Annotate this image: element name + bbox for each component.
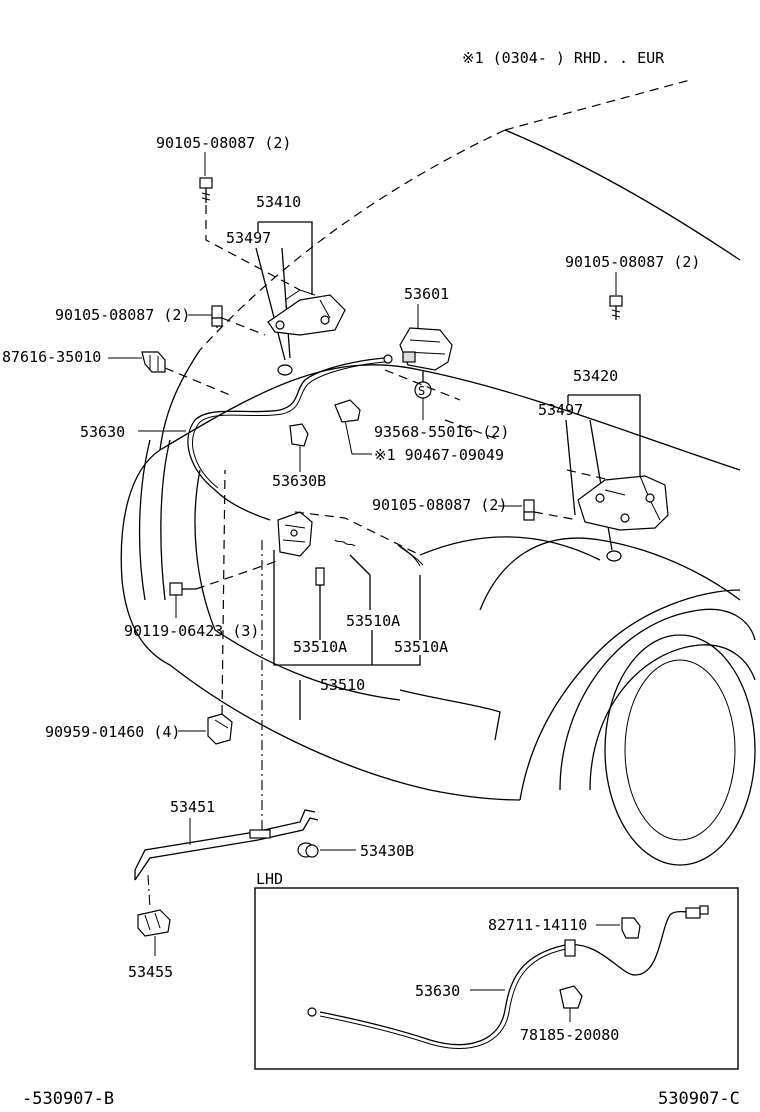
footer-right-code: 530907-C xyxy=(658,1089,740,1109)
lhd-title: LHD xyxy=(256,870,283,888)
bracket-53455-icon xyxy=(137,909,171,937)
label-bolt-right-top: 90105-08087 (2) xyxy=(565,253,700,271)
release-lever-icon xyxy=(134,809,319,881)
bolt-right-top-icon xyxy=(609,295,623,320)
label-53451: 53451 xyxy=(170,798,215,816)
lhd-inset: LHD 82711-14110 53630 78185-20080 xyxy=(254,870,739,1070)
hood-lock-icon xyxy=(399,327,453,371)
bolt-90119-icon xyxy=(169,582,196,596)
cable-end-icon xyxy=(383,354,393,364)
lhd-label-53630: 53630 xyxy=(415,982,460,1000)
label-53510: 53510 xyxy=(320,676,365,694)
label-90467: ※1 90467-09049 xyxy=(374,446,504,464)
label-bolt-top: 90105-08087 (2) xyxy=(156,134,291,152)
label-53630: 53630 xyxy=(80,423,125,441)
label-53510A-center: 53510A xyxy=(293,638,347,656)
label-53430B: 53430B xyxy=(360,842,414,860)
lhd-connector-icon xyxy=(685,905,709,919)
vehicle-body-outline xyxy=(120,79,756,866)
label-87616: 87616-35010 xyxy=(2,348,101,366)
clip-90467-icon xyxy=(334,399,361,423)
clip-53630b-icon xyxy=(289,423,309,447)
label-bolt-right-mid: 90105-08087 (2) xyxy=(372,496,507,514)
s-mark-label: S xyxy=(418,384,425,398)
clip-87616-icon xyxy=(141,351,166,373)
bolt-top-icon xyxy=(199,177,213,203)
label-53510A-far: 53510A xyxy=(394,638,448,656)
footer-left-code: -530907-B xyxy=(22,1089,114,1109)
label-90959: 90959-01460 (4) xyxy=(45,723,180,741)
label-53630B: 53630B xyxy=(272,472,326,490)
latch-spring-right-icon xyxy=(397,544,424,567)
hood-hinge-right-icon xyxy=(577,475,669,531)
hood-hinge-left-icon xyxy=(267,289,346,336)
bolt-right-mid-icon xyxy=(523,499,535,521)
label-53601: 53601 xyxy=(404,285,449,303)
latch-spring-vertical-icon xyxy=(315,567,325,586)
label-53497-right: 53497 xyxy=(538,401,583,419)
lhd-label-82711: 82711-14110 xyxy=(488,916,587,934)
lhd-label-78185: 78185-20080 xyxy=(520,1026,619,1044)
lhd-clip-78185-icon xyxy=(559,985,583,1009)
label-53497-left: 53497 xyxy=(226,229,271,247)
washer-left-icon xyxy=(277,364,293,376)
label-53455: 53455 xyxy=(128,963,173,981)
label-53510A-right: 53510A xyxy=(346,612,400,630)
label-bolt-left: 90105-08087 (2) xyxy=(55,306,190,324)
latch-spring-center-icon xyxy=(334,539,356,547)
washer-right-icon xyxy=(606,550,622,562)
bolt-left-icon xyxy=(211,305,223,328)
hood-latch-icon xyxy=(277,511,313,557)
label-93568: 93568-55016 (2) xyxy=(374,423,509,441)
label-53410: 53410 xyxy=(256,193,301,211)
lhd-cable-end-icon xyxy=(307,1007,317,1017)
header-note: ※1 (0304- ) RHD. . EUR xyxy=(462,49,665,67)
label-53420: 53420 xyxy=(573,367,618,385)
clip-90959-icon xyxy=(207,713,233,745)
lhd-clip-82711-icon xyxy=(621,917,641,939)
label-90119: 90119-06423 (3) xyxy=(124,622,259,640)
grommet-53430b-icon xyxy=(297,842,319,858)
lhd-cable-fitting-icon xyxy=(564,939,576,957)
